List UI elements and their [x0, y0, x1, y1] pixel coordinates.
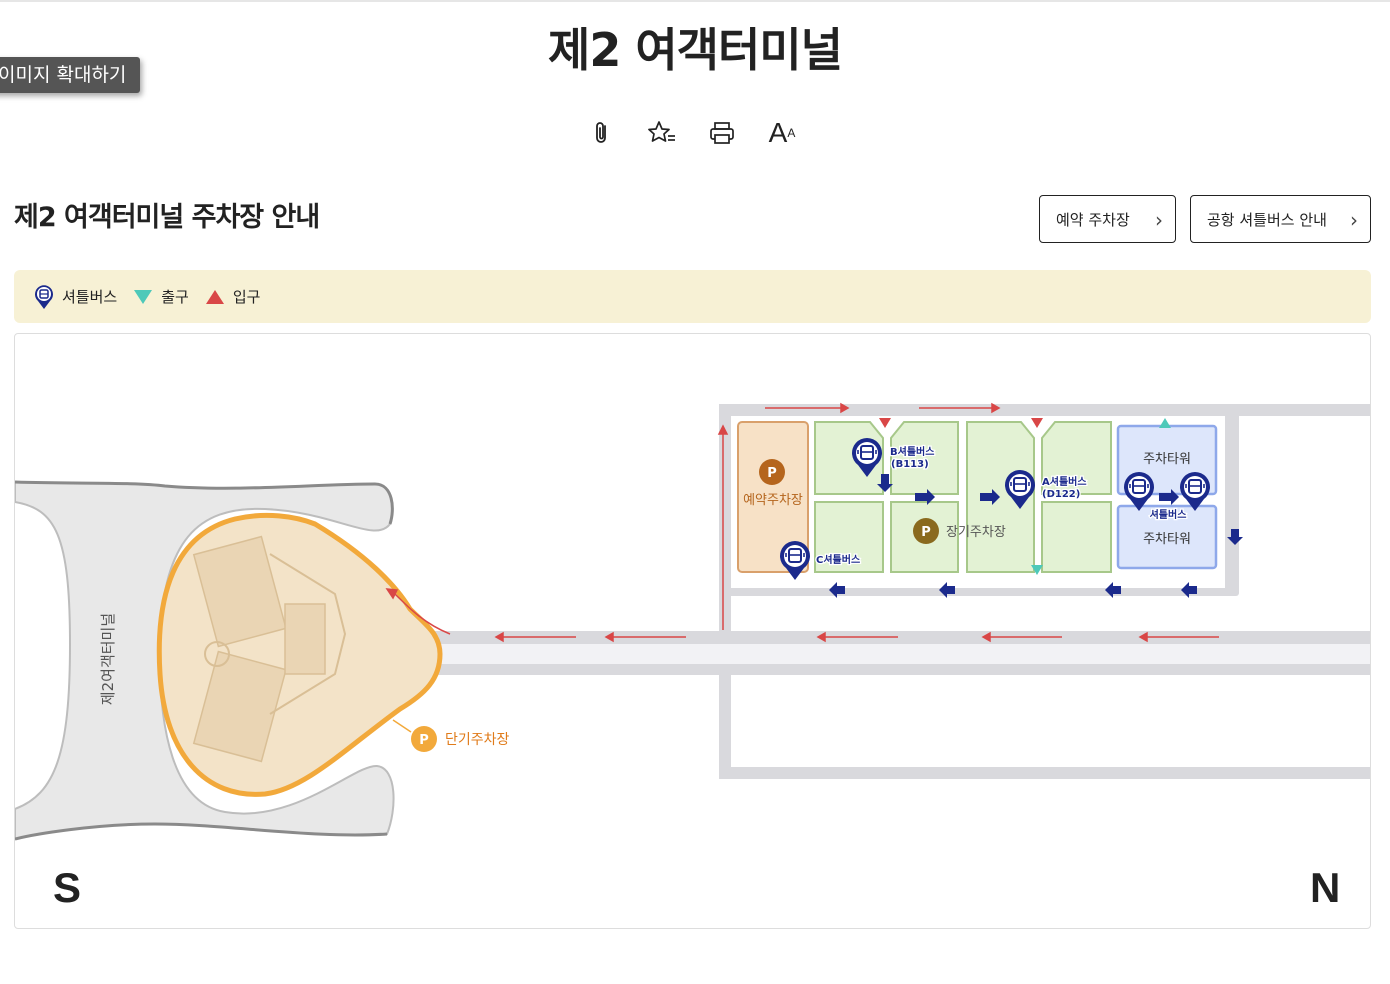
legend-entrance-label: 입구 — [232, 288, 261, 306]
print-icon[interactable] — [704, 115, 740, 151]
shuttle-c-name: C셔틀버스 — [816, 553, 860, 566]
chevron-right-icon: › — [1155, 208, 1163, 232]
exit-markers — [1031, 418, 1171, 575]
font-size-big: A — [768, 117, 788, 148]
traffic-flow-arrows — [385, 402, 1219, 643]
shuttle-a-name: A셔틀버스 — [1042, 475, 1087, 488]
short-term-parking-label: 단기주차장 — [445, 732, 510, 748]
long-term-parking-label: 장기주차장 — [946, 525, 1006, 540]
short-term-parking-area — [156, 512, 443, 797]
reserved-parking-marker — [759, 459, 785, 485]
shuttle-route-arrows — [829, 474, 1243, 598]
top-divider — [0, 0, 1390, 2]
long-term-parking-marker — [913, 518, 939, 544]
long-term-p-symbol: P — [921, 525, 931, 540]
shuttle-b-name: B셔틀버스 — [890, 445, 934, 458]
legend-exit-label: 출구 — [161, 288, 189, 306]
legend-item-exit: 출구 — [133, 286, 189, 307]
clip-icon[interactable] — [584, 115, 620, 151]
page-title: 제2 여객터미널 — [548, 23, 843, 77]
short-term-leader-line — [392, 719, 412, 733]
bookmark-icon[interactable] — [644, 115, 680, 151]
legend-item-shuttle: 셔틀버스 — [34, 284, 117, 310]
short-term-p-symbol: P — [419, 733, 429, 748]
short-term-parking-marker — [411, 726, 437, 752]
reserved-parking-label: 예약주차장 — [743, 493, 803, 508]
parking-tower-bottom-label: 주차타워 — [1143, 532, 1191, 547]
reserved-parking-area — [737, 421, 809, 573]
terminal-building — [15, 480, 395, 841]
compass-south: S — [53, 864, 82, 911]
chevron-right-icon: › — [1350, 208, 1358, 232]
parking-map[interactable]: 제2여객터미널 P 단기주차장 P 예약 — [14, 333, 1371, 929]
main-road-lane — [435, 644, 1370, 664]
font-size-small: A — [787, 126, 796, 140]
shuttle-bus-guide-button[interactable]: 공항 셔틀버스 안내 › — [1190, 195, 1371, 243]
legend-shuttle-label: 셔틀버스 — [62, 288, 118, 306]
shuttle-b-code: (B113) — [891, 459, 929, 470]
terminal-label: 제2여객터미널 — [99, 613, 117, 705]
section-title: 제2 여객터미널 주차장 안내 — [14, 202, 320, 233]
map-legend: 셔틀버스 출구 입구 — [14, 270, 1371, 323]
shuttle-tower-name: 셔틀버스 — [1150, 508, 1187, 521]
compass-north: N — [1310, 864, 1341, 911]
zoom-tooltip[interactable]: 이미지 확대하기 — [0, 57, 141, 93]
shuttle-a-code: (D122) — [1042, 489, 1080, 500]
entrance-markers — [879, 418, 1043, 428]
parking-map-canvas: 제2여객터미널 P 단기주차장 P 예약 — [15, 402, 1370, 841]
reserved-parking-button[interactable]: 예약 주차장 › — [1039, 195, 1176, 243]
entrance-triangle-icon — [205, 289, 224, 304]
parking-tower-top-label: 주차타워 — [1143, 452, 1191, 467]
shuttle-bus-guide-button-label: 공항 셔틀버스 안내 — [1207, 211, 1327, 229]
exit-triangle-icon — [134, 289, 153, 304]
reserved-parking-button-label: 예약 주차장 — [1056, 211, 1130, 229]
legend-item-entrance: 입구 — [205, 286, 261, 307]
long-term-parking-area — [814, 421, 1112, 573]
shuttle-bus-pin-icon — [35, 284, 53, 309]
reserved-p-symbol: P — [767, 466, 777, 481]
